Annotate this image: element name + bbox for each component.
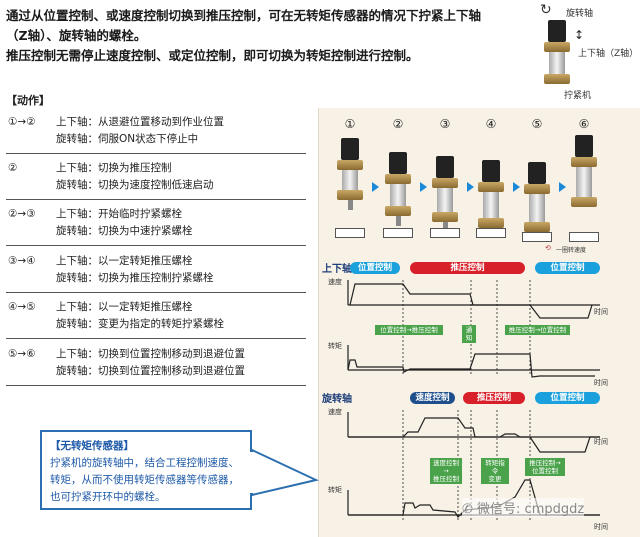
z-axis-label: 上下轴（Z轴）	[578, 49, 639, 59]
rotation-legend-icon: ⟲	[545, 244, 551, 252]
table-row: ②→③ 上下轴：开始临时拧紧螺栓旋转轴：切换为中速拧紧螺栓	[6, 204, 306, 246]
arrow-right-icon	[559, 182, 566, 192]
tightener-icon	[544, 20, 570, 84]
arrow-right-icon	[372, 182, 379, 192]
section-title: 【动作】	[6, 94, 50, 107]
callout-pointer	[250, 448, 320, 497]
intro-text: 通过从位置控制、或速度控制切换到推压控制，可在无转矩传感器的情况下拧紧上下轴 （…	[6, 6, 496, 66]
speed-label: 速度	[328, 278, 342, 286]
workpiece	[335, 228, 365, 238]
step-label: ②→③	[8, 208, 36, 220]
tightener-icon	[385, 152, 411, 226]
intro-line: 推压控制无需停止速度控制、或定位控制，即可切换为转矩控制进行控制。	[6, 48, 419, 63]
arrow-right-icon	[513, 182, 520, 192]
workpiece	[522, 232, 552, 242]
step-label: ②	[8, 162, 18, 174]
rotation-axis-label: 旋转轴	[566, 9, 594, 19]
arrow-right-icon	[467, 182, 474, 192]
intro-line: 通过从位置控制、或速度控制切换到推压控制，可在无转矩传感器的情况下拧紧上下轴	[6, 8, 482, 23]
callout-title: 【无转矩传感器】	[50, 440, 134, 452]
rotation-axis-action: 旋转轴：切换为速度控制低速启动	[56, 179, 214, 191]
rotation-axis-action: 旋转轴：变更为指定的转矩拧紧螺栓	[56, 318, 224, 330]
table-row: ①→② 上下轴：从退避位置移动到作业位置旋转轴：伺服ON状态下停止中	[6, 112, 306, 154]
transition-note: 推压控制→位置控制	[505, 325, 570, 335]
callout-box: 【无转矩传感器】 拧紧机的旋转轴中，结合工程控制速度、转矩，从而不使用转矩传感器…	[40, 430, 252, 510]
tightener-illustration: ↻ 旋转轴 ↕ 上下轴（Z轴） 拧紧机	[540, 0, 640, 105]
control-mode-badge: 速度控制	[410, 392, 455, 404]
arrow-right-icon	[420, 182, 427, 192]
intro-line: （Z轴）、旋转轴的螺栓。	[6, 28, 147, 43]
rotation-speed-curve	[348, 417, 600, 453]
control-mode-badge: 位置控制	[535, 262, 600, 274]
z-speed-curve	[349, 283, 593, 319]
watermark-text: 微信号: cmpdgdz	[477, 502, 585, 517]
time-label: 时间	[594, 523, 608, 531]
table-row: ④→⑤ 上下轴：以一定转矩推压螺栓旋转轴：变更为指定的转矩拧紧螺栓	[6, 297, 306, 339]
time-label: 时间	[594, 308, 608, 316]
z-axis-action: 上下轴：切换为推压控制	[56, 162, 172, 174]
z-axis-action: 上下轴：开始临时拧紧螺栓	[56, 208, 182, 220]
step-number: ③	[439, 117, 451, 131]
transition-note: 通知	[462, 325, 476, 343]
rotation-axis-action: 旋转轴：伺服ON状态下停止中	[56, 133, 199, 145]
transition-note: 转矩指令 变更	[481, 458, 509, 484]
torque-label: 转矩	[328, 486, 342, 494]
transition-note: 速度控制→ 推压控制	[430, 458, 462, 484]
time-label: 时间	[594, 438, 608, 446]
tightener-icon	[524, 162, 550, 242]
rotation-axis-action: 旋转轴：切换到位置控制移动到退避位置	[56, 365, 245, 377]
workpiece	[476, 228, 506, 238]
step-number: ①	[344, 117, 356, 131]
z-axis-action: 上下轴：切换到位置控制移动到退避位置	[56, 348, 245, 360]
vertical-arrow-icon: ↕	[574, 28, 585, 42]
transition-note: 推压控制→ 位置控制	[525, 458, 565, 476]
axis-title: 上下轴	[322, 264, 352, 275]
table-row: ③→④ 上下轴：以一定转矩推压螺栓旋转轴：切换为推压控制拧紧螺栓	[6, 251, 306, 293]
rotation-axis-action: 旋转轴：切换为中速拧紧螺栓	[56, 225, 193, 237]
step-number: ②	[392, 117, 404, 131]
tightener-icon	[337, 138, 363, 210]
tightener-icon	[478, 160, 504, 238]
control-mode-badge: 推压控制	[463, 392, 525, 404]
tightener-icon	[571, 135, 597, 207]
z-axis-action: 上下轴：以一定转矩推压螺栓	[56, 301, 193, 313]
rotation-axis-action: 旋转轴：切换为推压控制拧紧螺栓	[56, 272, 214, 284]
step-number: ④	[485, 117, 497, 131]
control-mode-badge: 位置控制	[350, 262, 400, 274]
rotation-torque-curve	[348, 479, 600, 518]
step-label: ④→⑤	[8, 301, 36, 313]
control-mode-badge: 位置控制	[535, 392, 600, 404]
watermark: ✆ 微信号: cmpdgdz	[462, 498, 585, 517]
table-row: ⑤→⑥ 上下轴：切换到位置控制移动到退避位置旋转轴：切换到位置控制移动到退避位置	[6, 344, 306, 386]
wechat-icon: ✆	[462, 502, 478, 517]
workpiece	[383, 228, 413, 238]
tightener-label: 拧紧机	[564, 91, 592, 101]
step-number: ⑤	[531, 117, 543, 131]
control-mode-badge: 推压控制	[410, 262, 525, 274]
z-axis-action: 上下轴：以一定转矩推压螺栓	[56, 255, 193, 267]
transition-note: 位置控制→推压控制	[375, 325, 443, 335]
tightener-icon	[432, 156, 458, 232]
step-label: ⑤→⑥	[8, 348, 36, 360]
axis-title: 旋转轴	[322, 394, 352, 405]
step-label: ③→④	[8, 255, 36, 267]
z-axis-action: 上下轴：从退避位置移动到作业位置	[56, 116, 224, 128]
step-number: ⑥	[578, 117, 590, 131]
callout-body: 拧紧机的旋转轴中，结合工程控制速度、转矩，从而不使用转矩传感器等传感器，也可拧紧…	[50, 457, 239, 503]
z-torque-curve	[347, 353, 595, 378]
torque-label: 转矩	[328, 342, 342, 350]
time-label: 时间	[594, 379, 608, 387]
speed-label: 速度	[328, 408, 342, 416]
workpiece	[430, 228, 460, 238]
rotate-arrow-icon: ↻	[540, 2, 552, 18]
rotation-legend: 一圈转速度	[556, 247, 587, 254]
table-row: ② 上下轴：切换为推压控制旋转轴：切换为速度控制低速启动	[6, 158, 306, 200]
workpiece	[569, 232, 599, 242]
step-label: ①→②	[8, 116, 36, 128]
